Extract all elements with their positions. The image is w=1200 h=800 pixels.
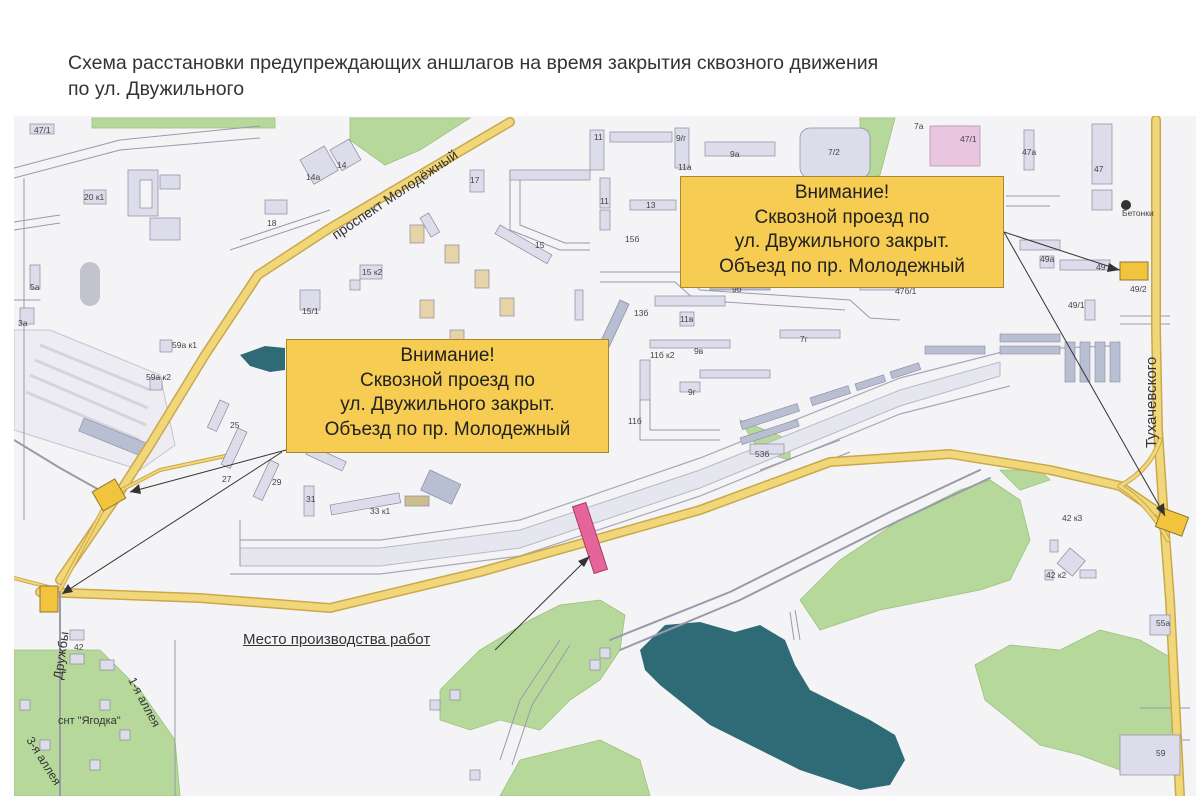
building-label: 47/1 xyxy=(960,134,977,144)
building-label: 55а xyxy=(1156,618,1170,628)
building-label: 47/1 xyxy=(34,125,51,135)
building-label: 11б xyxy=(628,416,642,426)
building-label: 27 xyxy=(222,474,232,484)
building-label: 15/1 xyxy=(302,306,319,316)
building-label: 42 к3 xyxy=(1062,513,1083,523)
building-label: 42 к2 xyxy=(1046,570,1067,580)
building-label: 18 xyxy=(267,218,277,228)
building-label: 9в xyxy=(694,346,704,356)
building-label: 53б xyxy=(755,449,769,459)
building-label: 25 xyxy=(230,420,240,430)
building-label: 9б xyxy=(732,284,742,294)
building-label: 11 xyxy=(594,132,603,142)
building-label: 49/2 xyxy=(1130,284,1147,294)
notice-left-line-3: ул. Двужильного закрыт. xyxy=(340,394,555,415)
notice-right-line-2: Сквозной проезд по xyxy=(754,206,930,228)
building-label: 31 xyxy=(306,494,316,504)
map-title-line-2: по ул. Двужильного xyxy=(68,78,245,100)
building-label: 9а xyxy=(730,149,740,159)
building-label: 11в xyxy=(680,314,694,324)
building-label: 29 xyxy=(272,477,282,487)
building-label: 49/1 xyxy=(1068,300,1085,310)
building-label: 11б к2 xyxy=(650,350,675,360)
building-label: 13 xyxy=(646,200,656,210)
building-label: 7/2 xyxy=(828,147,840,157)
notice-left-line-1: Внимание! xyxy=(400,345,495,366)
building-label: 42 xyxy=(74,642,84,652)
building-label: 13б xyxy=(634,308,648,318)
building-label: 9/г xyxy=(676,133,686,143)
notice-right-line-4: Объезд по пр. Молодежный xyxy=(719,255,965,277)
building-label: 59а к2 xyxy=(146,372,171,382)
map-title: Схема расстановки предупреждающих аншлаг… xyxy=(68,50,1168,102)
building-label: 17 xyxy=(470,175,480,185)
left-industrial-lot xyxy=(14,262,176,471)
building-label: 59 xyxy=(1156,748,1166,758)
bus-stop-label: Бетонки xyxy=(1122,208,1154,218)
building-label: 15 к2 xyxy=(362,267,383,277)
warning-notice-left: Внимание! Сквозной проезд по ул. Двужиль… xyxy=(286,339,609,453)
arrow-heads xyxy=(62,263,1165,594)
street-label-tukhachevskogo: Тухачевского xyxy=(1143,357,1160,448)
building-label: 11а xyxy=(678,162,692,172)
warning-notice-right: Внимание! Сквозной проезд по ул. Двужиль… xyxy=(680,176,1004,288)
building-labels: 47/1 14 14а 17 11 9/г 11а 9а 7/2 7а 47/1… xyxy=(18,121,1170,758)
building-label: 3а xyxy=(18,318,28,328)
street-label-snt: снт "Ягодка" xyxy=(58,715,121,727)
building-label: 11 xyxy=(600,196,609,206)
notice-right-line-3: ул. Двужильного закрыт. xyxy=(734,231,950,252)
sign-markers xyxy=(39,261,1190,613)
building-label: 15б xyxy=(625,234,639,244)
building-label: 14 xyxy=(337,160,347,170)
building-label: 15 xyxy=(535,240,545,250)
sign-arrows xyxy=(61,231,1166,651)
building-label: 47б/1 xyxy=(895,286,917,296)
street-map[interactable]: проспект Молодёжный Тухачевского Дружбы … xyxy=(14,116,1196,796)
building-label: 7г xyxy=(800,334,808,344)
notice-left-line-2: Сквозной проезд по xyxy=(359,369,536,391)
building-label: 9г xyxy=(688,387,696,397)
map-title-line-1: Схема расстановки предупреждающих аншлаг… xyxy=(68,52,879,74)
building-label: 14а xyxy=(306,172,320,182)
water-bodies xyxy=(240,346,905,790)
building-label: 49а xyxy=(1040,254,1054,264)
work-site-marker[interactable] xyxy=(571,501,609,575)
building-label: 47а xyxy=(1022,147,1036,157)
street-label-druzhby: Дружбы xyxy=(50,631,72,681)
building-label: 7а xyxy=(914,121,924,131)
work-site-label: Место производства работ xyxy=(243,631,431,648)
building-label: 5а xyxy=(30,282,40,292)
building-label: 20 к1 xyxy=(84,192,105,202)
railway-strip xyxy=(230,333,1121,575)
building-label: 49 xyxy=(1096,262,1106,272)
notice-left-line-4: Объезд по пр. Молодежный xyxy=(324,418,571,440)
building-label: 47 xyxy=(1094,164,1104,174)
building-label: 59а к1 xyxy=(172,340,197,350)
building-label: 33 к1 xyxy=(370,506,391,516)
notice-right-line-1: Внимание! xyxy=(794,182,890,203)
bus-stop-icon xyxy=(1121,200,1131,210)
